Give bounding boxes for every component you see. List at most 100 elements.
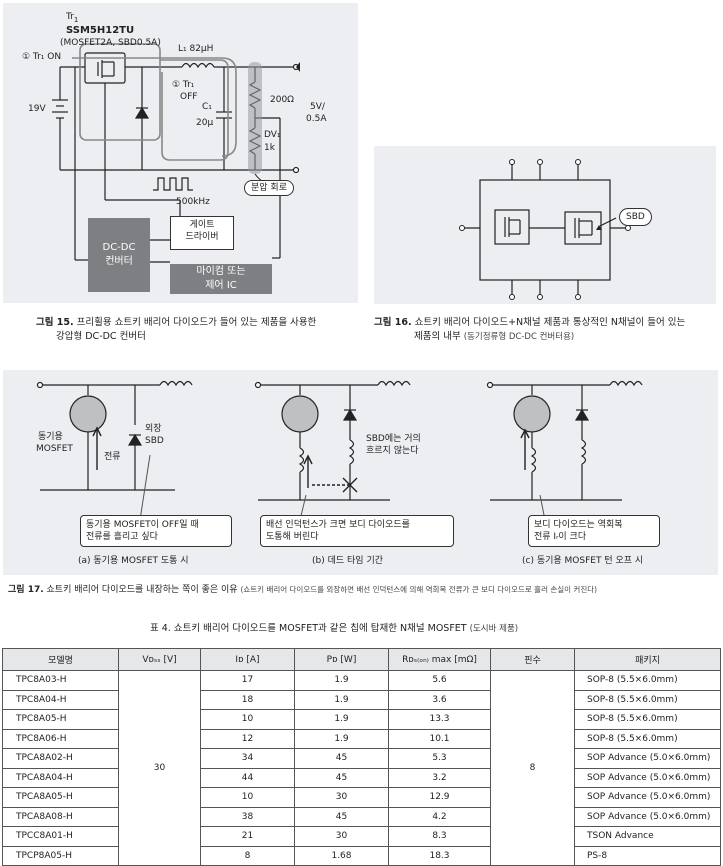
fig17b-sbd-2: 흐르지 않는다 bbox=[366, 446, 419, 456]
cell-rds: 3.2 bbox=[388, 767, 491, 788]
fig17b-sbd-1: SBD에는 거의 bbox=[366, 434, 421, 444]
cell-model: TPCA8A05-H bbox=[2, 787, 119, 808]
fig17c-label: (c) 동기용 MOSFET 턴 오프 시 bbox=[522, 556, 644, 566]
fig17b-label: (b) 데드 타임 기간 bbox=[312, 556, 383, 566]
cell-package: SOP-8 (5.5×6.0mm) bbox=[574, 728, 721, 749]
fig17a-label: (a) 동기용 MOSFET 도통 시 bbox=[78, 556, 189, 566]
cell-id: 10 bbox=[200, 787, 295, 808]
cell-model: TPCP8A05-H bbox=[2, 845, 119, 866]
cell-rds: 5.6 bbox=[388, 670, 491, 691]
fig15-tr-off-1: ① Tr₁ bbox=[172, 80, 195, 90]
cell-pd: 30 bbox=[294, 826, 389, 847]
fig15-vin: 19V bbox=[28, 104, 46, 114]
fig17-caption: 그림 17. 쇼트키 배리어 다이오드를 내장하는 쪽이 좋은 이유 (쇼트키 … bbox=[8, 583, 720, 597]
fig15-vout-2: 0.5A bbox=[306, 114, 327, 124]
cell-model: TPCC8A01-H bbox=[2, 826, 119, 847]
fig17a-current: 전류 bbox=[104, 452, 121, 462]
fig16-caption-number: 그림 16. bbox=[374, 317, 412, 328]
fig15-freq: 500kHz bbox=[176, 197, 210, 207]
cell-id: 8 bbox=[200, 845, 295, 866]
cell-id: 12 bbox=[200, 728, 295, 749]
cell-rds: 4.2 bbox=[388, 806, 491, 827]
cell-vdss: 30 bbox=[118, 670, 201, 866]
fig17a-ext-1: 외장 bbox=[145, 424, 162, 434]
col-rds: Rᴅₛ₍ₒₙ₎ max [mΩ] bbox=[388, 648, 491, 671]
fig15-caption-text-2: 강압형 DC-DC 컨버터 bbox=[56, 331, 146, 342]
table-row: TPCA8A04-H 44 45 3.2 SOP Advance (5.0×6.… bbox=[2, 767, 721, 788]
cell-id: 38 bbox=[200, 806, 295, 827]
col-id: Iᴅ [A] bbox=[200, 648, 295, 671]
cell-pd: 45 bbox=[294, 748, 389, 769]
fig15-vout-1: 5V/ bbox=[310, 102, 325, 112]
fig17-caption-number: 그림 17. bbox=[8, 585, 44, 595]
fig17-caption-note: (쇼트키 배리어 다이오드를 외장하면 배선 인덕턴스에 의해 역회복 전류가 … bbox=[240, 585, 598, 594]
cell-model: TPC8A04-H bbox=[2, 689, 119, 710]
cell-model: TPCA8A08-H bbox=[2, 806, 119, 827]
cell-id: 34 bbox=[200, 748, 295, 769]
fig15-mcu-block: 마이컴 또는 제어 IC bbox=[170, 264, 272, 294]
table-title-text: 표 4. 쇼트키 배리어 다이오드를 MOSFET과 같은 칩에 탑재한 N채널… bbox=[150, 623, 467, 634]
figure-16-panel bbox=[374, 146, 716, 304]
cell-model: TPC8A03-H bbox=[2, 670, 119, 691]
cell-package: TSON Advance bbox=[574, 826, 721, 847]
cell-pd: 45 bbox=[294, 806, 389, 827]
cell-pd: 1.9 bbox=[294, 670, 389, 691]
cell-pd: 30 bbox=[294, 787, 389, 808]
cell-rds: 13.3 bbox=[388, 709, 491, 730]
cell-package: SOP-8 (5.5×6.0mm) bbox=[574, 689, 721, 710]
cell-package: PS-8 bbox=[574, 845, 721, 866]
fig15-inductor-label: L₁ 82μH bbox=[178, 44, 214, 54]
fig15-divider-callout: 분압 회로 bbox=[244, 180, 294, 196]
fig15-caption-text: 프리휠용 쇼트키 배리어 다이오드가 들어 있는 제품을 사용한 bbox=[76, 317, 317, 328]
fig15-tr-title: Tr1 bbox=[66, 12, 79, 24]
cell-rds: 10.1 bbox=[388, 728, 491, 749]
cell-rds: 8.3 bbox=[388, 826, 491, 847]
fig15-part-number: SSM5H12TU bbox=[66, 25, 135, 36]
fig15-r-bot-1: DV₁ bbox=[264, 130, 281, 140]
fig17-caption-text: 쇼트키 배리어 다이오드를 내장하는 쪽이 좋은 이유 bbox=[46, 585, 238, 595]
fig15-cap-1: C₁ bbox=[202, 102, 212, 112]
cell-pd: 1.9 bbox=[294, 689, 389, 710]
fig17a-mosfet-1: 동기용 bbox=[38, 432, 63, 442]
cell-id: 10 bbox=[200, 709, 295, 730]
table-row: TPCC8A01-H 21 30 8.3 TSON Advance bbox=[2, 826, 721, 847]
fig16-caption-text-2: 제품의 내부 bbox=[414, 331, 461, 342]
col-pd: Pᴅ [W] bbox=[294, 648, 389, 671]
fig15-r-bot-2: 1k bbox=[264, 143, 275, 153]
fig15-gate-driver-block: 게이트 드라이버 bbox=[170, 216, 234, 250]
spec-table: 모델명 Vᴅₛₛ [V] Iᴅ [A] Pᴅ [W] Rᴅₛ₍ₒₙ₎ max [… bbox=[2, 648, 721, 866]
cell-pd: 1.68 bbox=[294, 845, 389, 866]
fig16-caption: 그림 16. 쇼트키 배리어 다이오드+N채널 제품과 통상적인 N채널이 들어… bbox=[374, 316, 719, 344]
cell-package: SOP Advance (5.0×6.0mm) bbox=[574, 806, 721, 827]
cell-id: 44 bbox=[200, 767, 295, 788]
cell-pd: 45 bbox=[294, 767, 389, 788]
cell-pins: 8 bbox=[490, 670, 575, 866]
cell-package: SOP Advance (5.0×6.0mm) bbox=[574, 767, 721, 788]
col-package: 패키지 bbox=[574, 648, 721, 671]
fig15-caption: 그림 15. 프리휠용 쇼트키 배리어 다이오드가 들어 있는 제품을 사용한 … bbox=[36, 316, 366, 344]
cell-id: 17 bbox=[200, 670, 295, 691]
cell-rds: 18.3 bbox=[388, 845, 491, 866]
fig15-tr-on: ① Tr₁ ON bbox=[22, 52, 62, 62]
col-pins: 핀수 bbox=[490, 648, 575, 671]
cell-model: TPCA8A04-H bbox=[2, 767, 119, 788]
table-title-note: (도시바 제품) bbox=[469, 624, 519, 634]
fig15-converter-block: DC-DC 컨버터 bbox=[88, 218, 150, 292]
fig15-cap-2: 20μ bbox=[196, 118, 214, 128]
cell-package: SOP Advance (5.0×6.0mm) bbox=[574, 748, 721, 769]
col-vdss: Vᴅₛₛ [V] bbox=[118, 648, 201, 671]
cell-id: 18 bbox=[200, 689, 295, 710]
fig17a-mosfet-2: MOSFET bbox=[36, 444, 73, 454]
fig17a-ext-2: SBD bbox=[145, 436, 164, 446]
table-row: TPCA8A05-H 10 30 12.9 SOP Advance (5.0×6… bbox=[2, 787, 721, 808]
cell-model: TPCA8A02-H bbox=[2, 748, 119, 769]
fig15-r-top: 200Ω bbox=[270, 95, 295, 105]
table-row: TPC8A05-H 10 1.9 13.3 SOP-8 (5.5×6.0mm) bbox=[2, 709, 721, 730]
table-row: TPC8A03-H 30 17 1.9 5.6 8 SOP-8 (5.5×6.0… bbox=[2, 670, 721, 866]
fig16-caption-text: 쇼트키 배리어 다이오드+N채널 제품과 통상적인 N채널이 들어 있는 bbox=[414, 317, 686, 328]
cell-package: SOP Advance (5.0×6.0mm) bbox=[574, 787, 721, 808]
fig15-tr-off-2: OFF bbox=[180, 92, 198, 102]
cell-model: TPC8A05-H bbox=[2, 709, 119, 730]
